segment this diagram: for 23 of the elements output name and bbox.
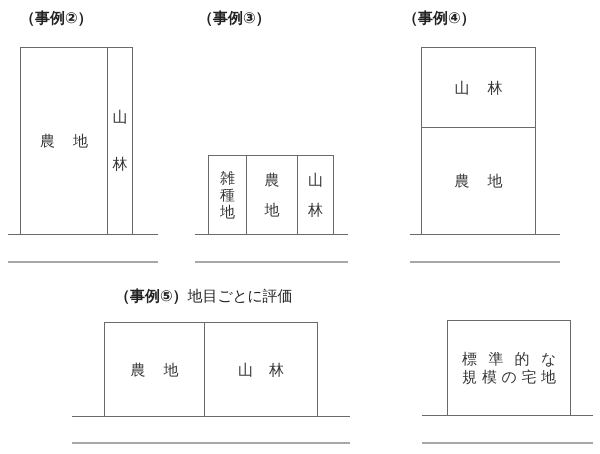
land-use-text: 標準的な規模の宅地 xyxy=(462,350,556,386)
land-use-text: 雑種地 xyxy=(220,170,235,220)
case-heading: （事例②） xyxy=(20,9,93,27)
parcel-box xyxy=(204,322,318,417)
parcel-box xyxy=(421,127,536,235)
parcel-box xyxy=(104,322,205,417)
land-use-text: 農地 xyxy=(40,132,88,150)
parcel-box xyxy=(421,47,536,128)
case-heading: （事例⑤）地目ごとに評価 xyxy=(115,287,293,305)
land-use-text: 農地 xyxy=(454,172,502,190)
parcel-box xyxy=(447,320,571,416)
parcel-box xyxy=(107,47,133,235)
land-use-text: 農地 xyxy=(130,360,178,378)
parcel-box xyxy=(297,155,334,235)
land-use-text: 山林 xyxy=(454,78,502,96)
land-use-text: 山林 xyxy=(112,107,128,175)
parcel-box xyxy=(20,47,108,235)
land-use-text: 山林 xyxy=(308,170,323,221)
land-use-text: 山林 xyxy=(238,360,284,378)
case-heading: （事例④） xyxy=(403,9,476,27)
land-use-text: 農地 xyxy=(264,170,280,221)
parcel-box xyxy=(208,155,247,235)
case-heading: （事例③） xyxy=(198,9,271,27)
